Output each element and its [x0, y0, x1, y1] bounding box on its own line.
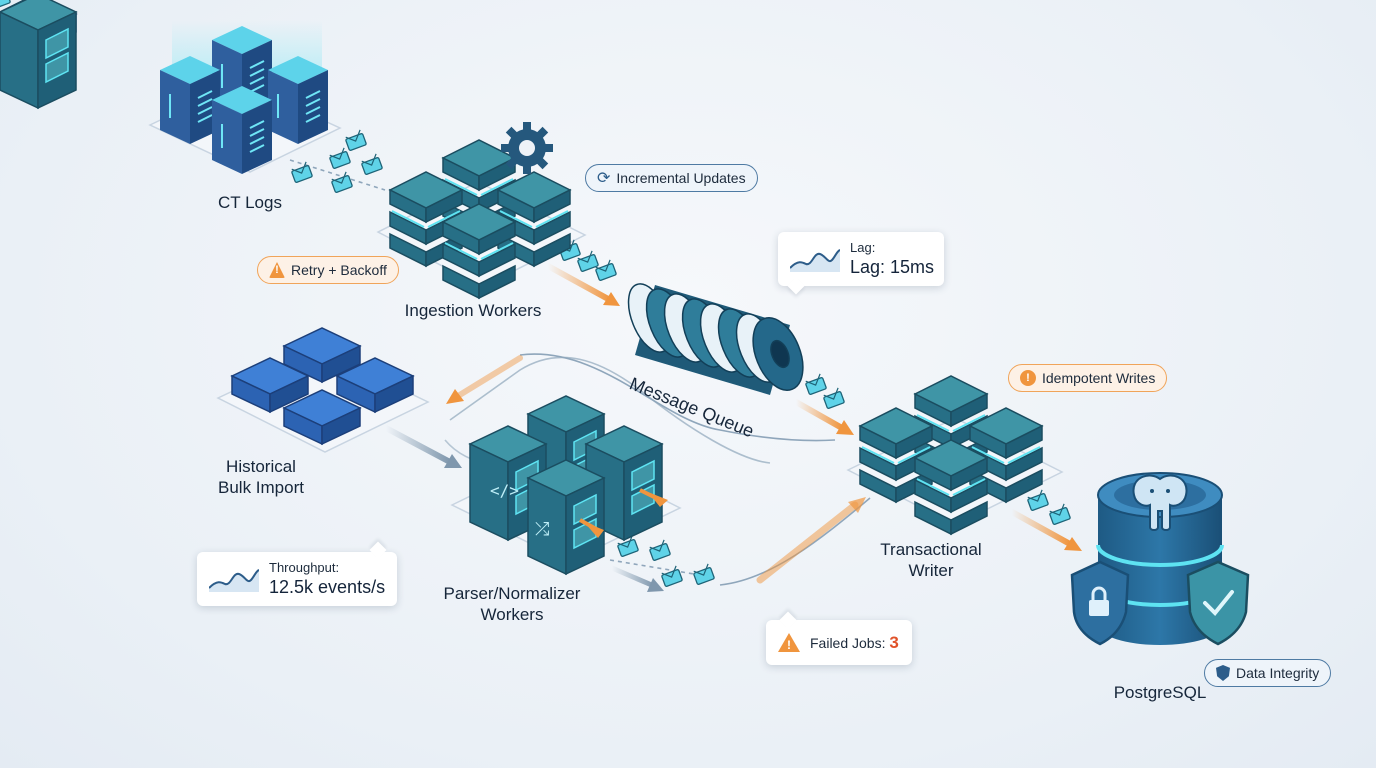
shield-check-icon [1216, 665, 1230, 681]
envelope-icon [1048, 503, 1072, 526]
envelope-icon [328, 147, 352, 170]
lock-icon [1070, 560, 1130, 646]
parser-label-line2: Workers [480, 605, 544, 624]
writer-label-line2: Writer [908, 561, 954, 580]
warning-icon: ! [778, 633, 800, 652]
warning-icon: ! [269, 262, 285, 278]
retry-backoff-badge: ! Retry + Backoff [257, 256, 399, 284]
shield-check-icon [1186, 560, 1250, 646]
lag-card: Lag: Lag: 15ms [778, 232, 944, 286]
failed-jobs-label: Failed Jobs: [810, 634, 886, 651]
envelope-icon [660, 565, 684, 588]
parser-worker-servers: </> ⤮ [469, 395, 668, 575]
postgresql-database [1070, 472, 1250, 646]
historical-label-line1: Historical [226, 457, 296, 476]
envelope-icon [1026, 489, 1050, 512]
shuffle-icon: ⤮ [535, 519, 549, 540]
server-icon [267, 55, 329, 145]
envelope-icon [594, 259, 618, 282]
gear-icon [501, 122, 553, 174]
trend-line-icon [790, 249, 840, 272]
envelope-icon [692, 563, 716, 586]
message-queue-cylinder [627, 283, 804, 395]
ct-logs-label: CT Logs [218, 193, 282, 212]
writer-label-line1: Transactional [880, 540, 982, 559]
server-icon [159, 55, 221, 145]
throughput-value: 12.5k events/s [269, 577, 386, 597]
envelope-icon [330, 171, 354, 194]
ingestion-workers-label: Ingestion Workers [404, 301, 542, 320]
throughput-label: Throughput: [269, 560, 340, 575]
warning-icon: ! [1020, 370, 1036, 386]
historical-label-line2: Bulk Import [218, 478, 304, 497]
flow-arrows [383, 263, 1082, 592]
parser-label-line1: Parser/Normalizer [443, 584, 581, 603]
incremental-updates-badge: ⟳ Incremental Updates [585, 164, 758, 192]
failed-jobs-card: ! Failed Jobs: 3 [766, 620, 912, 665]
envelope-icon [344, 129, 368, 152]
elephant-icon [1132, 474, 1188, 531]
refresh-icon: ⟳ [597, 170, 611, 187]
failed-jobs-value: 3 [889, 632, 899, 652]
postgresql-label: PostgreSQL [1113, 683, 1207, 702]
data-integrity-badge: Data Integrity [1204, 659, 1332, 687]
server-icon [211, 85, 273, 175]
envelope-icon [804, 373, 828, 396]
envelope-icon [648, 539, 672, 562]
idempotent-writes-badge: ! Idempotent Writes [1008, 364, 1168, 392]
throughput-card: Throughput: 12.5k events/s [197, 552, 397, 606]
lag-value: Lag: 15ms [850, 257, 935, 277]
envelope-icon [290, 161, 314, 184]
trend-line-icon [209, 569, 259, 592]
envelope-icon [360, 153, 384, 176]
code-icon: </> [490, 481, 519, 500]
envelope-icon [822, 387, 846, 410]
lag-label: Lag: [850, 240, 876, 255]
